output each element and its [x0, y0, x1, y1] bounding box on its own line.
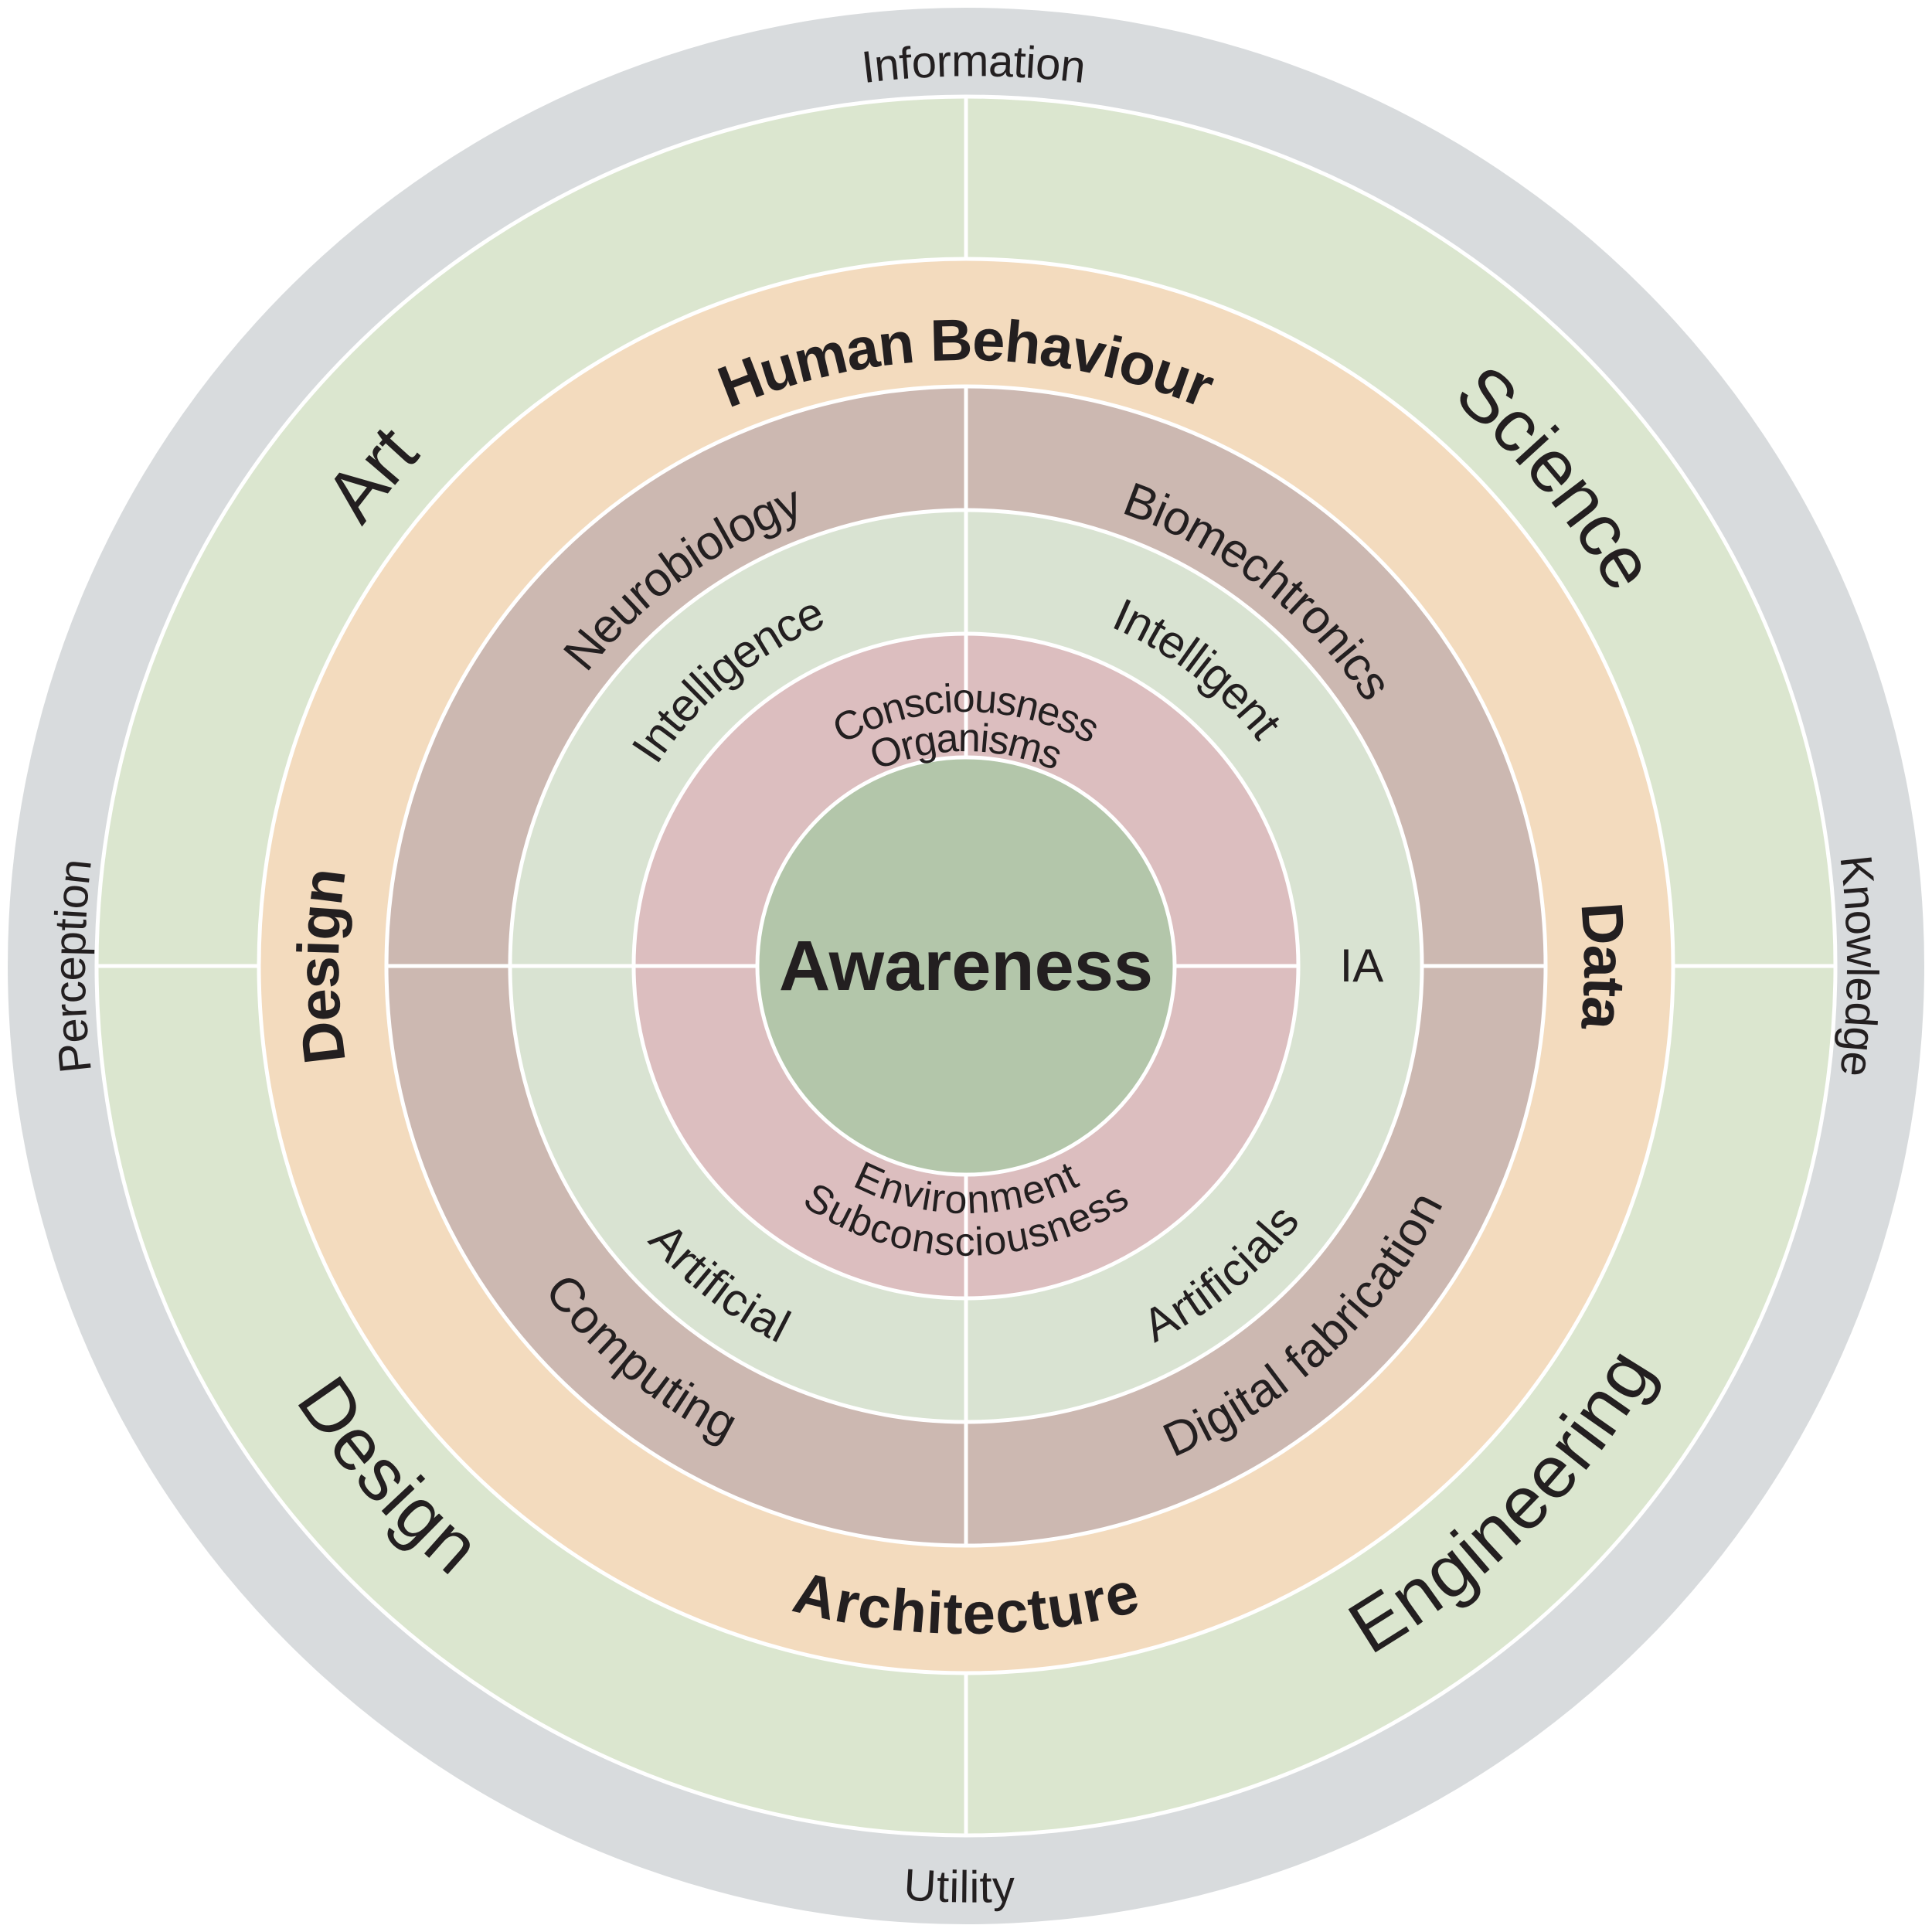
- label-knowledge: Knowledge: [1830, 852, 1887, 1079]
- label-design-field: Design: [286, 865, 359, 1068]
- label-data: Data: [1568, 900, 1637, 1032]
- label-perception: Perception: [45, 856, 101, 1075]
- quadrant-dividers: [97, 97, 1835, 1835]
- label-information: Information: [859, 36, 1089, 93]
- label-ia: IA: [1340, 940, 1384, 992]
- label-awareness: Awareness: [779, 927, 1153, 1005]
- center-circle: [755, 755, 1177, 1177]
